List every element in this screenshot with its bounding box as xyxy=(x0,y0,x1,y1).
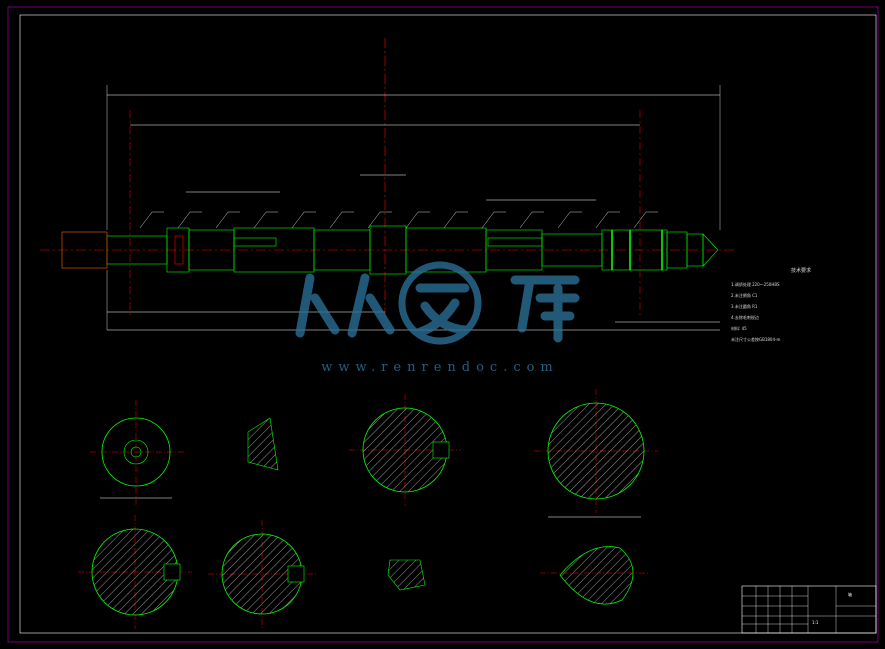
detail-view-c xyxy=(559,546,634,605)
leader-line xyxy=(291,211,305,229)
leader-line xyxy=(633,211,647,229)
shaft-left-end xyxy=(61,231,108,269)
note-line: 1.调质处理 220～250HBS xyxy=(731,282,780,287)
leader-line xyxy=(367,211,381,229)
leader-line xyxy=(519,211,533,229)
detail-view-a xyxy=(247,417,279,471)
leader-line xyxy=(557,211,571,229)
watermark-url: www.renrendoc.com xyxy=(321,360,559,375)
inner-frame xyxy=(19,14,877,634)
shaft-tip xyxy=(702,233,719,267)
notes-title: 技术要求 xyxy=(790,268,811,274)
watermark-logo xyxy=(295,261,580,345)
note-line: 4.去除毛刺锐边 xyxy=(731,315,759,320)
technical-notes: 技术要求 1.调质处理 220～250HBS 2.未注倒角 C1 3.未注圆角 … xyxy=(731,266,871,345)
leader-line xyxy=(595,211,609,229)
note-line: 2.未注倒角 C1 xyxy=(731,293,758,298)
leader-line xyxy=(139,211,153,229)
keyway-notch xyxy=(163,563,181,581)
title-block-scale: 1:1 xyxy=(812,620,819,625)
keyway-slot xyxy=(233,237,277,247)
end-view-inner xyxy=(123,439,149,465)
keyway-notch xyxy=(287,565,305,583)
outer-frame xyxy=(7,6,879,643)
note-line: 未注尺寸公差按GB1804-m xyxy=(731,337,781,342)
keyway-notch xyxy=(432,441,450,459)
leader-line xyxy=(405,211,419,229)
detail-view-b xyxy=(387,559,426,591)
leader-line xyxy=(443,211,457,229)
leader-line xyxy=(253,211,267,229)
end-view-outer xyxy=(101,417,171,487)
groove-red xyxy=(174,235,184,265)
leader-line xyxy=(215,211,229,229)
note-line: 材料: 45 xyxy=(731,326,747,331)
title-block xyxy=(741,585,877,634)
end-view-center xyxy=(130,446,142,458)
leader-line xyxy=(177,211,191,229)
leader-line xyxy=(481,211,495,229)
section-view-b xyxy=(547,402,645,500)
title-block-title: 轴 xyxy=(848,592,852,597)
keyway-slot xyxy=(487,237,543,247)
leader-line xyxy=(329,211,343,229)
note-line: 3.未注圆角 R1 xyxy=(731,304,758,309)
